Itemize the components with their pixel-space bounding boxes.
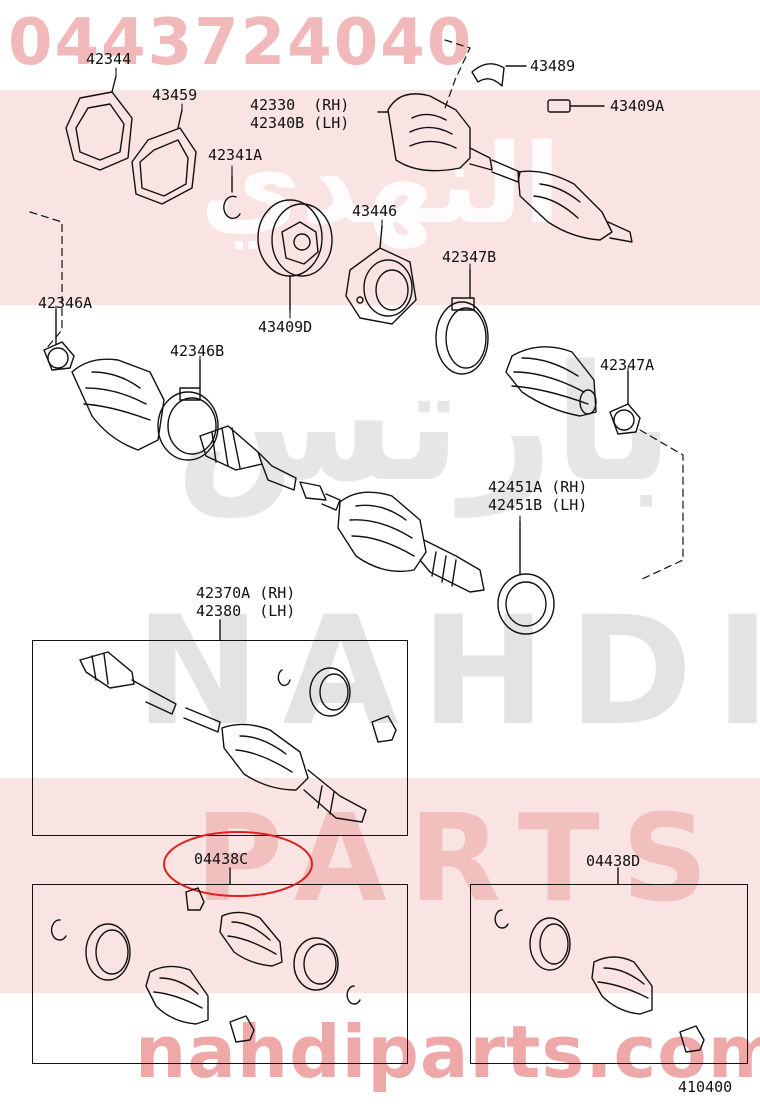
part-43459-ring <box>131 109 197 205</box>
part-43409a-bolt <box>547 99 605 113</box>
label-42346a: 42346A <box>38 294 93 312</box>
dashed-reference-lines <box>29 39 684 581</box>
label-04438c: 04438C <box>194 850 249 868</box>
part-42347a-clamp <box>609 371 641 435</box>
label-43446: 43446 <box>352 202 398 220</box>
kit-boot-c-contents <box>50 887 361 1043</box>
part-42451-seal <box>497 521 555 635</box>
label-43459: 43459 <box>152 86 198 104</box>
watermark-brand: NAHDI <box>135 585 760 759</box>
label-42330-42340b: 42330 (RH) 42340B (LH) <box>250 96 350 132</box>
kit-box-boot-kit-d <box>470 884 748 1064</box>
part-outboard-boot <box>505 346 597 417</box>
label-43489: 43489 <box>530 57 576 75</box>
part-43489-clip <box>471 63 527 87</box>
part-inboard-boot <box>71 358 165 451</box>
part-main-outboard-joint <box>337 491 485 593</box>
label-42344: 42344 <box>86 50 132 68</box>
part-main-drive-shaft <box>199 425 341 511</box>
label-42451: 42451A (RH) 42451B (LH) <box>488 478 588 514</box>
kit-shaft-assembly-contents <box>79 619 397 823</box>
label-42346b: 42346B <box>170 342 225 360</box>
label-42347a: 42347A <box>600 356 655 374</box>
kit-box-boot-kit-c <box>32 884 408 1064</box>
label-42347b: 42347B <box>442 248 497 266</box>
watermark-band-top <box>0 90 760 305</box>
label-43409d: 43409D <box>258 318 313 336</box>
label-42370a-42380: 42370A (RH) 42380 (LH) <box>196 584 296 620</box>
part-42346b-clamp <box>157 359 219 461</box>
watermark-arabic-parts: بارتس <box>175 330 674 517</box>
part-43409d-rotor <box>257 199 333 311</box>
part-42347b-clamp <box>435 269 489 375</box>
part-42346a-clamp <box>43 309 75 371</box>
watermark-arabic-brand: النهدي <box>200 120 561 248</box>
part-43446-flange <box>345 225 417 325</box>
part-42330-outboard-shaft <box>377 93 633 243</box>
watermark-parts: PARTS <box>195 790 731 929</box>
label-42341a: 42341A <box>208 146 263 164</box>
label-43409a: 43409A <box>610 97 665 115</box>
watermark-part-number: 0443724040 <box>8 6 474 80</box>
highlight-circle-04438c <box>163 831 313 897</box>
part-42341a-snap-ring <box>223 175 241 219</box>
watermark-band-bottom <box>0 778 760 993</box>
watermark-website: nahdiparts.com <box>135 1010 760 1094</box>
diagram-code: 410400 <box>678 1078 733 1096</box>
label-04438d: 04438D <box>586 852 641 870</box>
label-leader-lines <box>55 67 629 523</box>
kit-boot-d-contents <box>494 909 705 1053</box>
part-42344-ring <box>65 75 133 171</box>
